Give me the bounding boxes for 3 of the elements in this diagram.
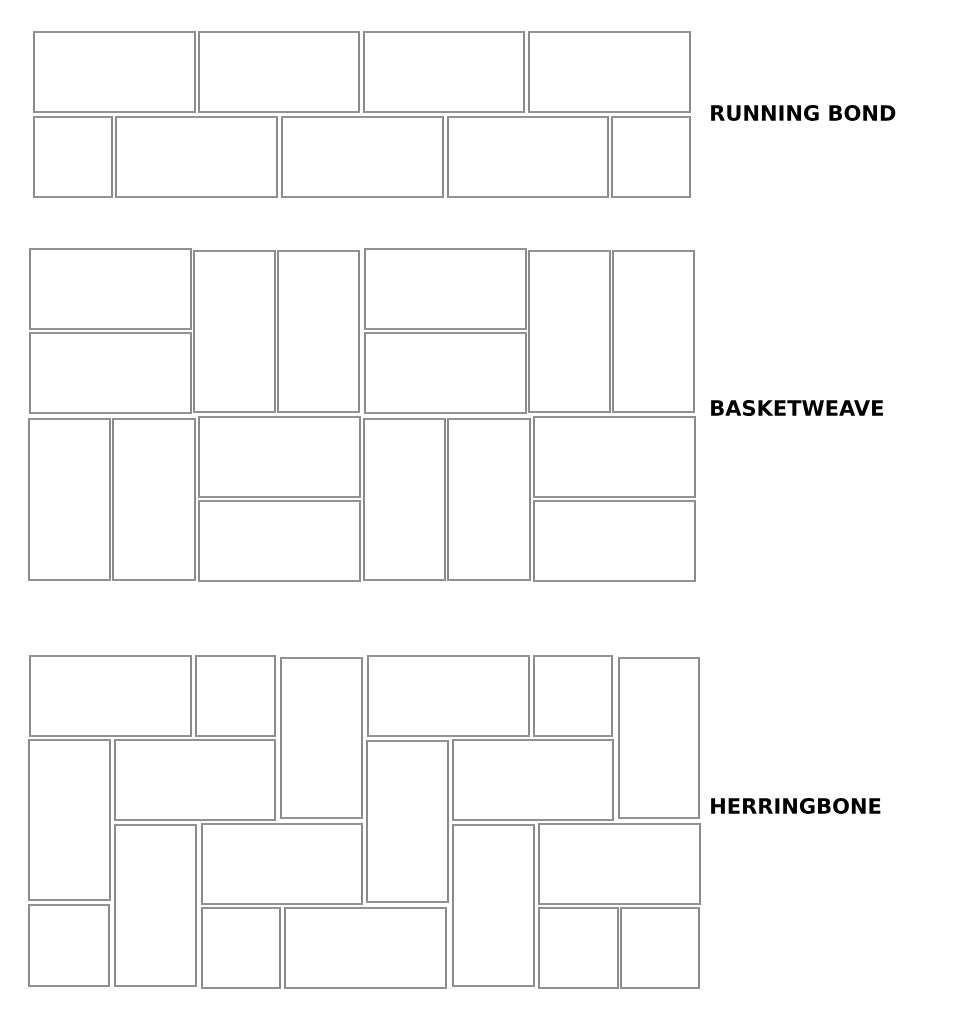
pattern-label: BASKETWEAVE	[711, 400, 883, 416]
pattern-label: RUNNING BOND	[711, 105, 896, 121]
pattern-label: HERRINGBONE	[711, 798, 881, 814]
